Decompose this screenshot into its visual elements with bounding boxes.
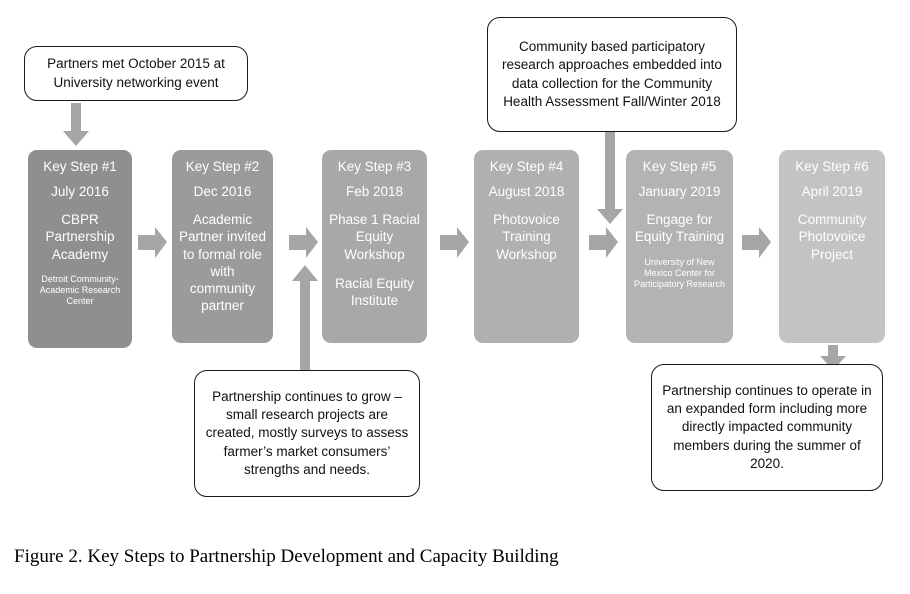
down-arrow-from-step-6: [819, 345, 847, 371]
key-step-1-sub: Detroit Community-Academic Research Cent…: [39, 273, 121, 307]
key-step-6-head: Key Step #6: [795, 159, 869, 174]
callout-partners-met-text: Partners met October 2015 at University …: [47, 56, 225, 90]
key-step-3-body: Phase 1 Racial Equity Workshop: [329, 212, 420, 262]
key-step-3-date: Feb 2018: [345, 183, 404, 199]
key-step-4-body: Photovoice Training Workshop: [493, 212, 560, 262]
key-step-1-body: CBPR Partnership Academy: [45, 212, 115, 262]
key-step-6-date: April 2019: [801, 183, 863, 199]
right-arrow-step-2-to-3: [289, 225, 319, 260]
callout-partnership-grows: Partnership continues to grow – small re…: [194, 370, 420, 497]
key-step-2-body: Academic Partner invited to formal role …: [178, 212, 267, 314]
key-step-4: Key Step #4 August 2018 Photovoice Train…: [474, 150, 579, 343]
callout-cbpr-embedded: Community based participatory research a…: [487, 17, 737, 132]
key-step-1-date: July 2016: [51, 183, 109, 199]
down-arrow-to-step-1: [62, 103, 90, 147]
right-arrow-step-1-to-2: [138, 225, 168, 260]
key-step-2: Key Step #2 Dec 2016 Academic Partner in…: [172, 150, 273, 343]
key-step-5: Key Step #5 January 2019 Engage for Equi…: [626, 150, 733, 343]
callout-cbpr-embedded-text: Community based participatory research a…: [502, 38, 722, 109]
key-step-3-body2: Racial Equity Institute: [335, 275, 414, 309]
up-arrow-to-step-3-gap: [291, 265, 319, 372]
key-step-1: Key Step #1 July 2016 CBPR Partnership A…: [28, 150, 132, 348]
key-step-3-head: Key Step #3: [337, 159, 412, 174]
key-step-5-body: Engage for Equity Training: [634, 212, 725, 245]
callout-partnership-grows-text: Partnership continues to grow – small re…: [205, 388, 409, 478]
callout-partnership-expands-text: Partnership continues to operate in an e…: [662, 382, 872, 472]
key-step-2-date: Dec 2016: [193, 183, 252, 199]
key-step-2-head: Key Step #2: [185, 159, 260, 174]
callout-partnership-expands: Partnership continues to operate in an e…: [651, 364, 883, 491]
figure-caption: Figure 2. Key Steps to Partnership Devel…: [14, 546, 559, 568]
figure-caption-text: Figure 2. Key Steps to Partnership Devel…: [14, 546, 559, 567]
key-step-6-body: Community Photovoice Project: [797, 212, 867, 262]
right-arrow-step-4-to-5: [589, 225, 619, 260]
key-step-5-sub: University of New Mexico Center for Part…: [633, 256, 726, 290]
key-step-4-head: Key Step #4: [489, 159, 564, 174]
key-step-1-head: Key Step #1: [43, 159, 117, 174]
key-step-4-date: August 2018: [488, 183, 565, 199]
key-step-3: Key Step #3 Feb 2018 Phase 1 Racial Equi…: [322, 150, 427, 343]
right-arrow-step-5-to-6: [742, 225, 772, 260]
key-step-5-date: January 2019: [638, 183, 721, 199]
down-arrow-to-step-5-gap: [596, 132, 624, 225]
right-arrow-step-3-to-4: [440, 225, 470, 260]
key-step-5-head: Key Step #5: [642, 159, 717, 174]
key-step-6: Key Step #6 April 2019 Community Photovo…: [779, 150, 885, 343]
callout-partners-met: Partners met October 2015 at University …: [24, 46, 248, 101]
